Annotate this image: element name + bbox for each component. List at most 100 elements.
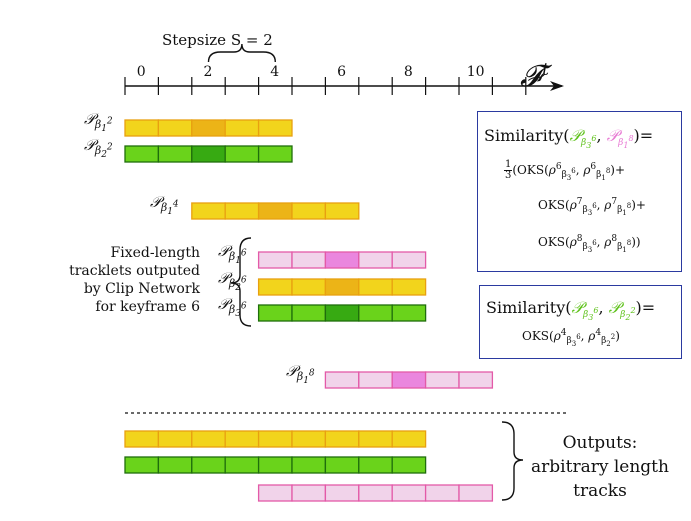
tracklet-cell: [391, 278, 427, 296]
tracklet-cell: [358, 278, 393, 296]
tracklet-cell: [191, 456, 226, 474]
green-tracklet-ref-2: 𝒫β36: [571, 298, 599, 322]
tracklet-cell: [124, 119, 160, 137]
tracklet-cell: [157, 456, 193, 474]
tracklet-cell: [224, 145, 260, 163]
tracklet-label: 𝒫β12: [84, 110, 113, 135]
similarity-box-2: Similarity(𝒫β36, 𝒫β22)= OKS(ρ4β36, ρ4β22…: [479, 285, 682, 359]
tracklet-cell: [257, 251, 293, 269]
tracklet-label: 𝒫β16: [218, 242, 247, 267]
tracklet-cell: [257, 202, 293, 220]
tracklet-cell: [291, 202, 327, 220]
tracklet-label: 𝒫β26: [218, 269, 247, 294]
tracklet-cell: [191, 119, 226, 137]
tracklet-cell: [157, 119, 193, 137]
tracklet-beta2-6: [257, 278, 427, 296]
tracklet-cell: [358, 456, 393, 474]
output-track-pink: [257, 484, 494, 502]
tracklet-cell: [224, 119, 260, 137]
tracklet-cell: [257, 484, 293, 502]
tracklet-cell: [157, 145, 193, 163]
tracklet-cell: [324, 304, 360, 322]
tracklet-cell: [224, 456, 260, 474]
clip-brace: [230, 237, 252, 327]
tracklet-cell: [324, 251, 360, 269]
tracklet-cell: [257, 304, 293, 322]
tracklet-cell: [358, 430, 393, 448]
tracklet-label: 𝒫β36: [218, 295, 247, 320]
diagram-decorations: [125, 43, 568, 501]
tracklet-cell: [291, 251, 327, 269]
tracklet-label: 𝒫β18: [286, 362, 315, 387]
tracklet-cell: [257, 145, 293, 163]
tracklet-cell: [224, 430, 260, 448]
tracklet-beta1-8: [324, 371, 494, 389]
tracklet-cell: [124, 456, 160, 474]
similarity-1-header: Similarity(𝒫β36, 𝒫β18)=: [484, 126, 654, 150]
tracklet-cell: [257, 119, 293, 137]
output-track-yellow: [124, 430, 427, 448]
tracklet-cell: [391, 304, 427, 322]
clip-network-caption: Fixed-length tracklets outputed by Clip …: [69, 245, 200, 315]
tracklet-label: 𝒫β22: [84, 136, 113, 161]
tracklet-cell: [324, 456, 360, 474]
outputs-caption: Outputs: arbitrary length tracks: [531, 433, 669, 501]
tracklet-cell: [257, 430, 293, 448]
tracklet-cell: [324, 430, 360, 448]
tracklet-cell: [157, 430, 193, 448]
green-tracklet-ref-3: 𝒫β22: [608, 298, 636, 322]
tracklet-cell: [324, 278, 360, 296]
green-tracklet-ref: 𝒫β36: [569, 126, 597, 150]
tracklet-cell: [391, 484, 427, 502]
similarity-2-line-1: OKS(ρ4β36, ρ4β22): [522, 328, 620, 349]
tracklet-cell: [391, 456, 427, 474]
tracklet-cell: [391, 430, 427, 448]
stepsize-label: Stepsize S = 2: [162, 31, 273, 49]
tracklet-cell: [224, 202, 260, 220]
tracklet-cell: [391, 371, 427, 389]
tick-label: 4: [270, 64, 280, 80]
tracklet-cell: [291, 304, 327, 322]
tracklet-cell: [257, 456, 293, 474]
tracklet-cell: [358, 304, 393, 322]
axis-label: 𝓕t: [520, 59, 549, 94]
tick-label: 2: [203, 64, 213, 80]
tick-label: 8: [403, 64, 413, 80]
tracklet-beta1-4: [191, 202, 360, 220]
tracklet-cell: [191, 202, 226, 220]
tracklet-beta1-2: [124, 119, 293, 137]
tracklet-cell: [124, 430, 160, 448]
similarity-1-line-3: OKS(ρ8β36, ρ8β18)): [538, 234, 641, 255]
tracklet-beta3-6: [257, 304, 427, 322]
pink-tracklet-ref: 𝒫β18: [606, 126, 634, 150]
tick-label: 0: [136, 64, 146, 80]
tracklet-cell: [291, 484, 327, 502]
tracklet-cell: [458, 484, 494, 502]
tracklet-cell: [424, 371, 460, 389]
tracklet-cell: [324, 484, 360, 502]
tracklet-beta1-6: [257, 251, 427, 269]
similarity-2-header: Similarity(𝒫β36, 𝒫β22)=: [486, 298, 656, 322]
tracklet-cell: [191, 145, 226, 163]
tracklet-cell: [358, 484, 393, 502]
tracklet-cell: [324, 202, 360, 220]
tracklet-cell: [191, 430, 226, 448]
tracklet-cell: [291, 278, 327, 296]
stepsize-brace: [207, 43, 276, 63]
frame-axis: [124, 77, 564, 95]
outputs-brace: [501, 421, 524, 501]
tracklet-cell: [358, 371, 393, 389]
tick-label: 6: [337, 64, 347, 80]
tracklet-cell: [458, 371, 494, 389]
tracklet-cell: [291, 430, 327, 448]
tracklet-label: 𝒫β14: [150, 193, 179, 218]
tracklet-cell: [124, 145, 160, 163]
tracklet-cell: [324, 371, 360, 389]
tracklet-beta2-2: [124, 145, 293, 163]
tracklet-bars: [124, 119, 494, 502]
tick-label: 10: [466, 64, 485, 80]
